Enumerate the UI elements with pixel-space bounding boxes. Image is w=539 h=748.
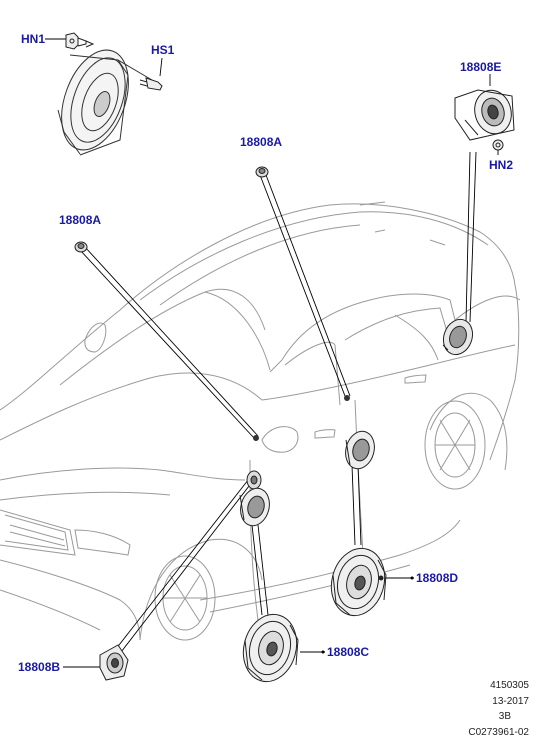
speaker-18808c-part[interactable] <box>236 608 304 687</box>
callout-18808a-top[interactable]: 18808A <box>240 135 283 149</box>
reference-number: 4150305 <box>490 680 529 691</box>
subwoofer-speaker-part[interactable] <box>49 41 153 159</box>
tweeter-18808a-top-part[interactable] <box>255 166 269 178</box>
callout-18808a-left[interactable]: 18808A <box>59 213 102 227</box>
callout-18808c[interactable]: 18808C <box>327 645 370 659</box>
leader-dots <box>321 576 414 654</box>
rear-door-mid-bracket <box>345 430 375 470</box>
hs1-screw-part[interactable] <box>139 77 163 91</box>
front-door-mid-bracket <box>239 487 270 527</box>
callout-18808e[interactable]: 18808E <box>460 60 502 74</box>
callout-hs1[interactable]: HS1 <box>151 43 175 57</box>
vehicle-outline <box>0 202 520 641</box>
mounting-points <box>253 395 350 441</box>
callout-18808b[interactable]: 18808B <box>18 660 61 674</box>
reference-revision: 3B <box>498 711 511 722</box>
speaker-18808e-part[interactable] <box>454 86 516 141</box>
reference-code: C0273961-02 <box>468 727 529 738</box>
callout-hn1[interactable]: HN1 <box>21 32 46 46</box>
hn1-fastener-part[interactable] <box>65 32 95 50</box>
callout-18808d[interactable]: 18808D <box>416 571 459 585</box>
callout-hn2[interactable]: HN2 <box>489 158 514 172</box>
leader-lines <box>45 38 499 668</box>
tweeter-18808a-left-part[interactable] <box>74 241 88 253</box>
hn2-nut-part[interactable] <box>492 139 504 151</box>
front-door-tweeter-mount <box>246 470 262 490</box>
reference-date: 13-2017 <box>492 696 529 707</box>
rear-door-speaker-mount <box>442 318 474 356</box>
speaker-18808b-part[interactable] <box>99 644 129 681</box>
speaker-18808d-part[interactable] <box>324 542 392 621</box>
